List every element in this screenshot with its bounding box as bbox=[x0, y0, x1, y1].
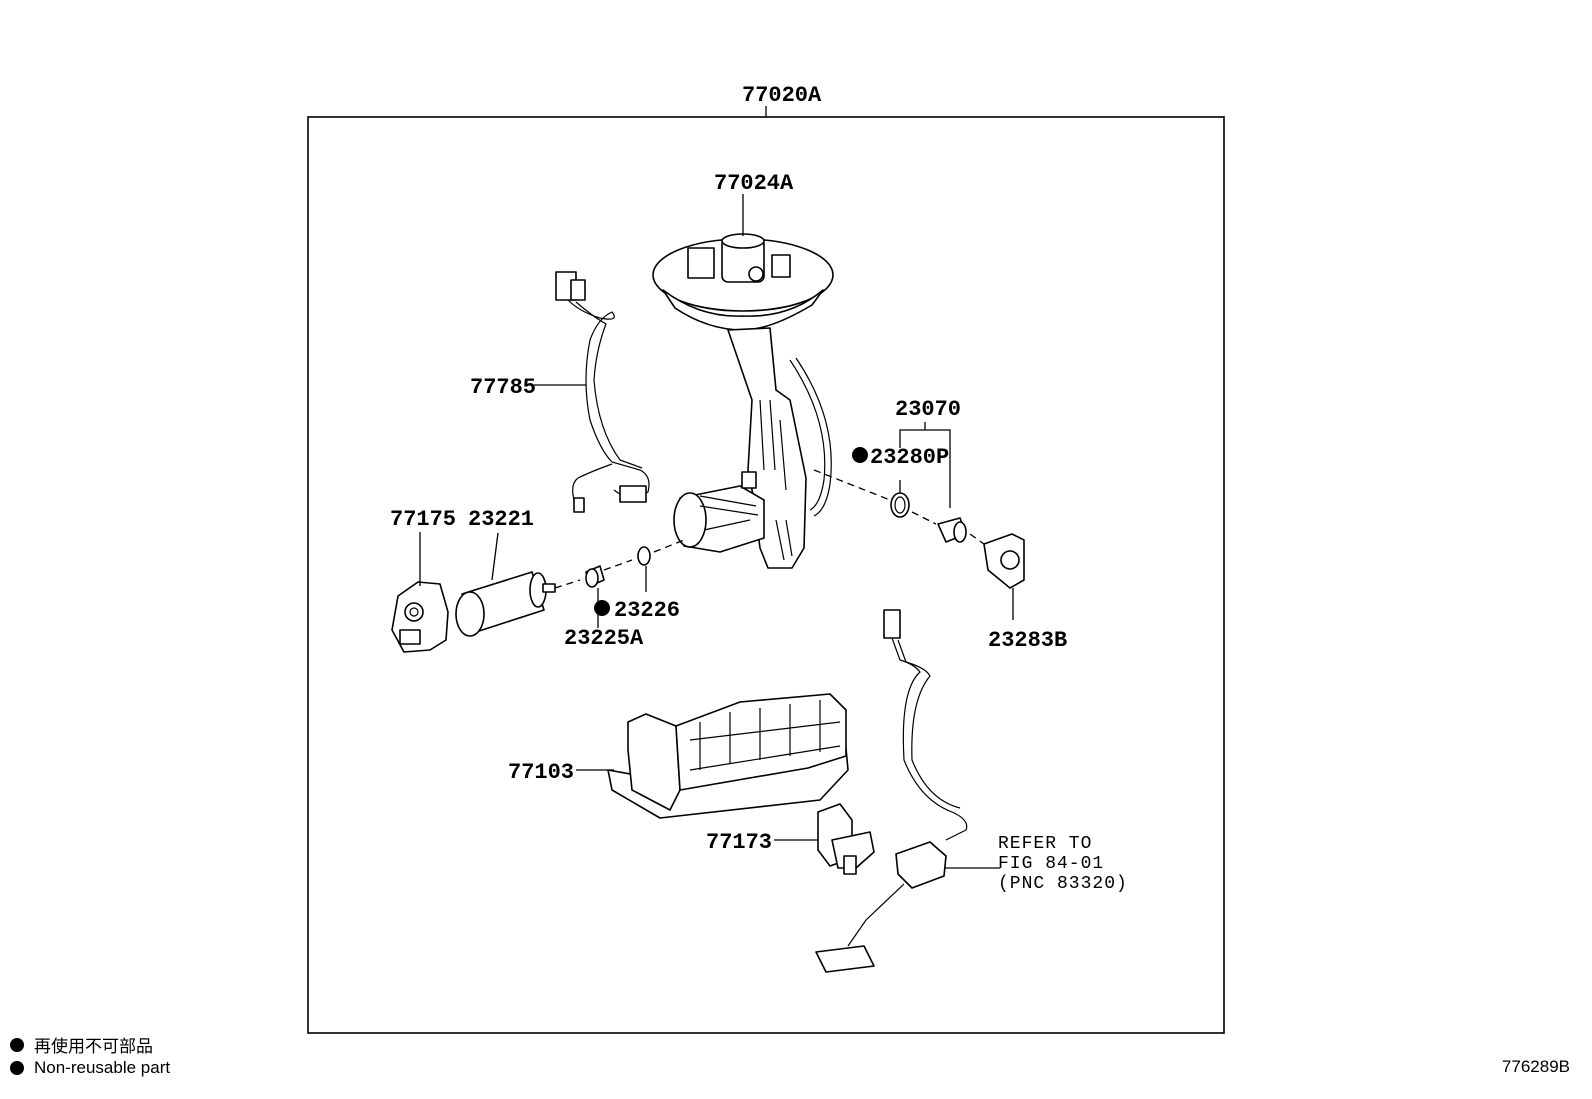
wire-harness-part bbox=[555, 271, 650, 513]
legend-text-jp: 再使用不可部品 bbox=[34, 1037, 153, 1056]
label-23225A[interactable]: 23225A bbox=[564, 626, 644, 651]
figure-number: 776289B bbox=[1501, 1057, 1570, 1076]
label-23280P[interactable]: 23280P bbox=[870, 445, 949, 470]
filled-circle-icon bbox=[10, 1061, 24, 1075]
o-ring-23226-part bbox=[637, 546, 651, 566]
filled-circle-icon bbox=[10, 1037, 24, 1052]
fuel-pressure-regulator-part bbox=[937, 517, 967, 543]
label-77173[interactable]: 77173 bbox=[706, 830, 772, 855]
legend-row-jp: 再使用不可部品 bbox=[10, 1032, 153, 1057]
fuel-filter-23225a-part bbox=[585, 565, 605, 588]
pump-tray-part bbox=[607, 693, 849, 819]
label-77785[interactable]: 77785 bbox=[470, 375, 536, 400]
label-77024A[interactable]: 77024A bbox=[714, 171, 794, 196]
label-23283B[interactable]: 23283B bbox=[988, 628, 1067, 653]
regulator-bracket-part bbox=[983, 533, 1025, 589]
reference-line-1[interactable]: REFER TO bbox=[998, 834, 1092, 854]
fuel-sender-flange-part bbox=[652, 233, 834, 569]
reference-line-3[interactable]: (PNC 83320) bbox=[998, 874, 1128, 894]
fuel-sender-gauge-part bbox=[815, 609, 968, 973]
non-reusable-marker-23226-icon bbox=[594, 600, 610, 616]
legend-row-en: Non-reusable part bbox=[10, 1058, 170, 1078]
label-77175[interactable]: 77175 bbox=[390, 507, 456, 532]
label-23070[interactable]: 23070 bbox=[895, 397, 961, 422]
non-reusable-marker-23280p-icon bbox=[852, 447, 868, 463]
label-77020A[interactable]: 77020A bbox=[742, 83, 822, 108]
label-23221[interactable]: 23221 bbox=[468, 507, 534, 532]
label-77103[interactable]: 77103 bbox=[508, 760, 574, 785]
retainer-clip-part bbox=[817, 803, 875, 875]
reference-line-2[interactable]: FIG 84-01 bbox=[998, 854, 1104, 874]
label-23226[interactable]: 23226 bbox=[614, 598, 680, 623]
fuel-pump-part bbox=[455, 571, 556, 637]
pump-bracket-part bbox=[391, 581, 449, 653]
legend-text-en: Non-reusable part bbox=[34, 1058, 171, 1077]
